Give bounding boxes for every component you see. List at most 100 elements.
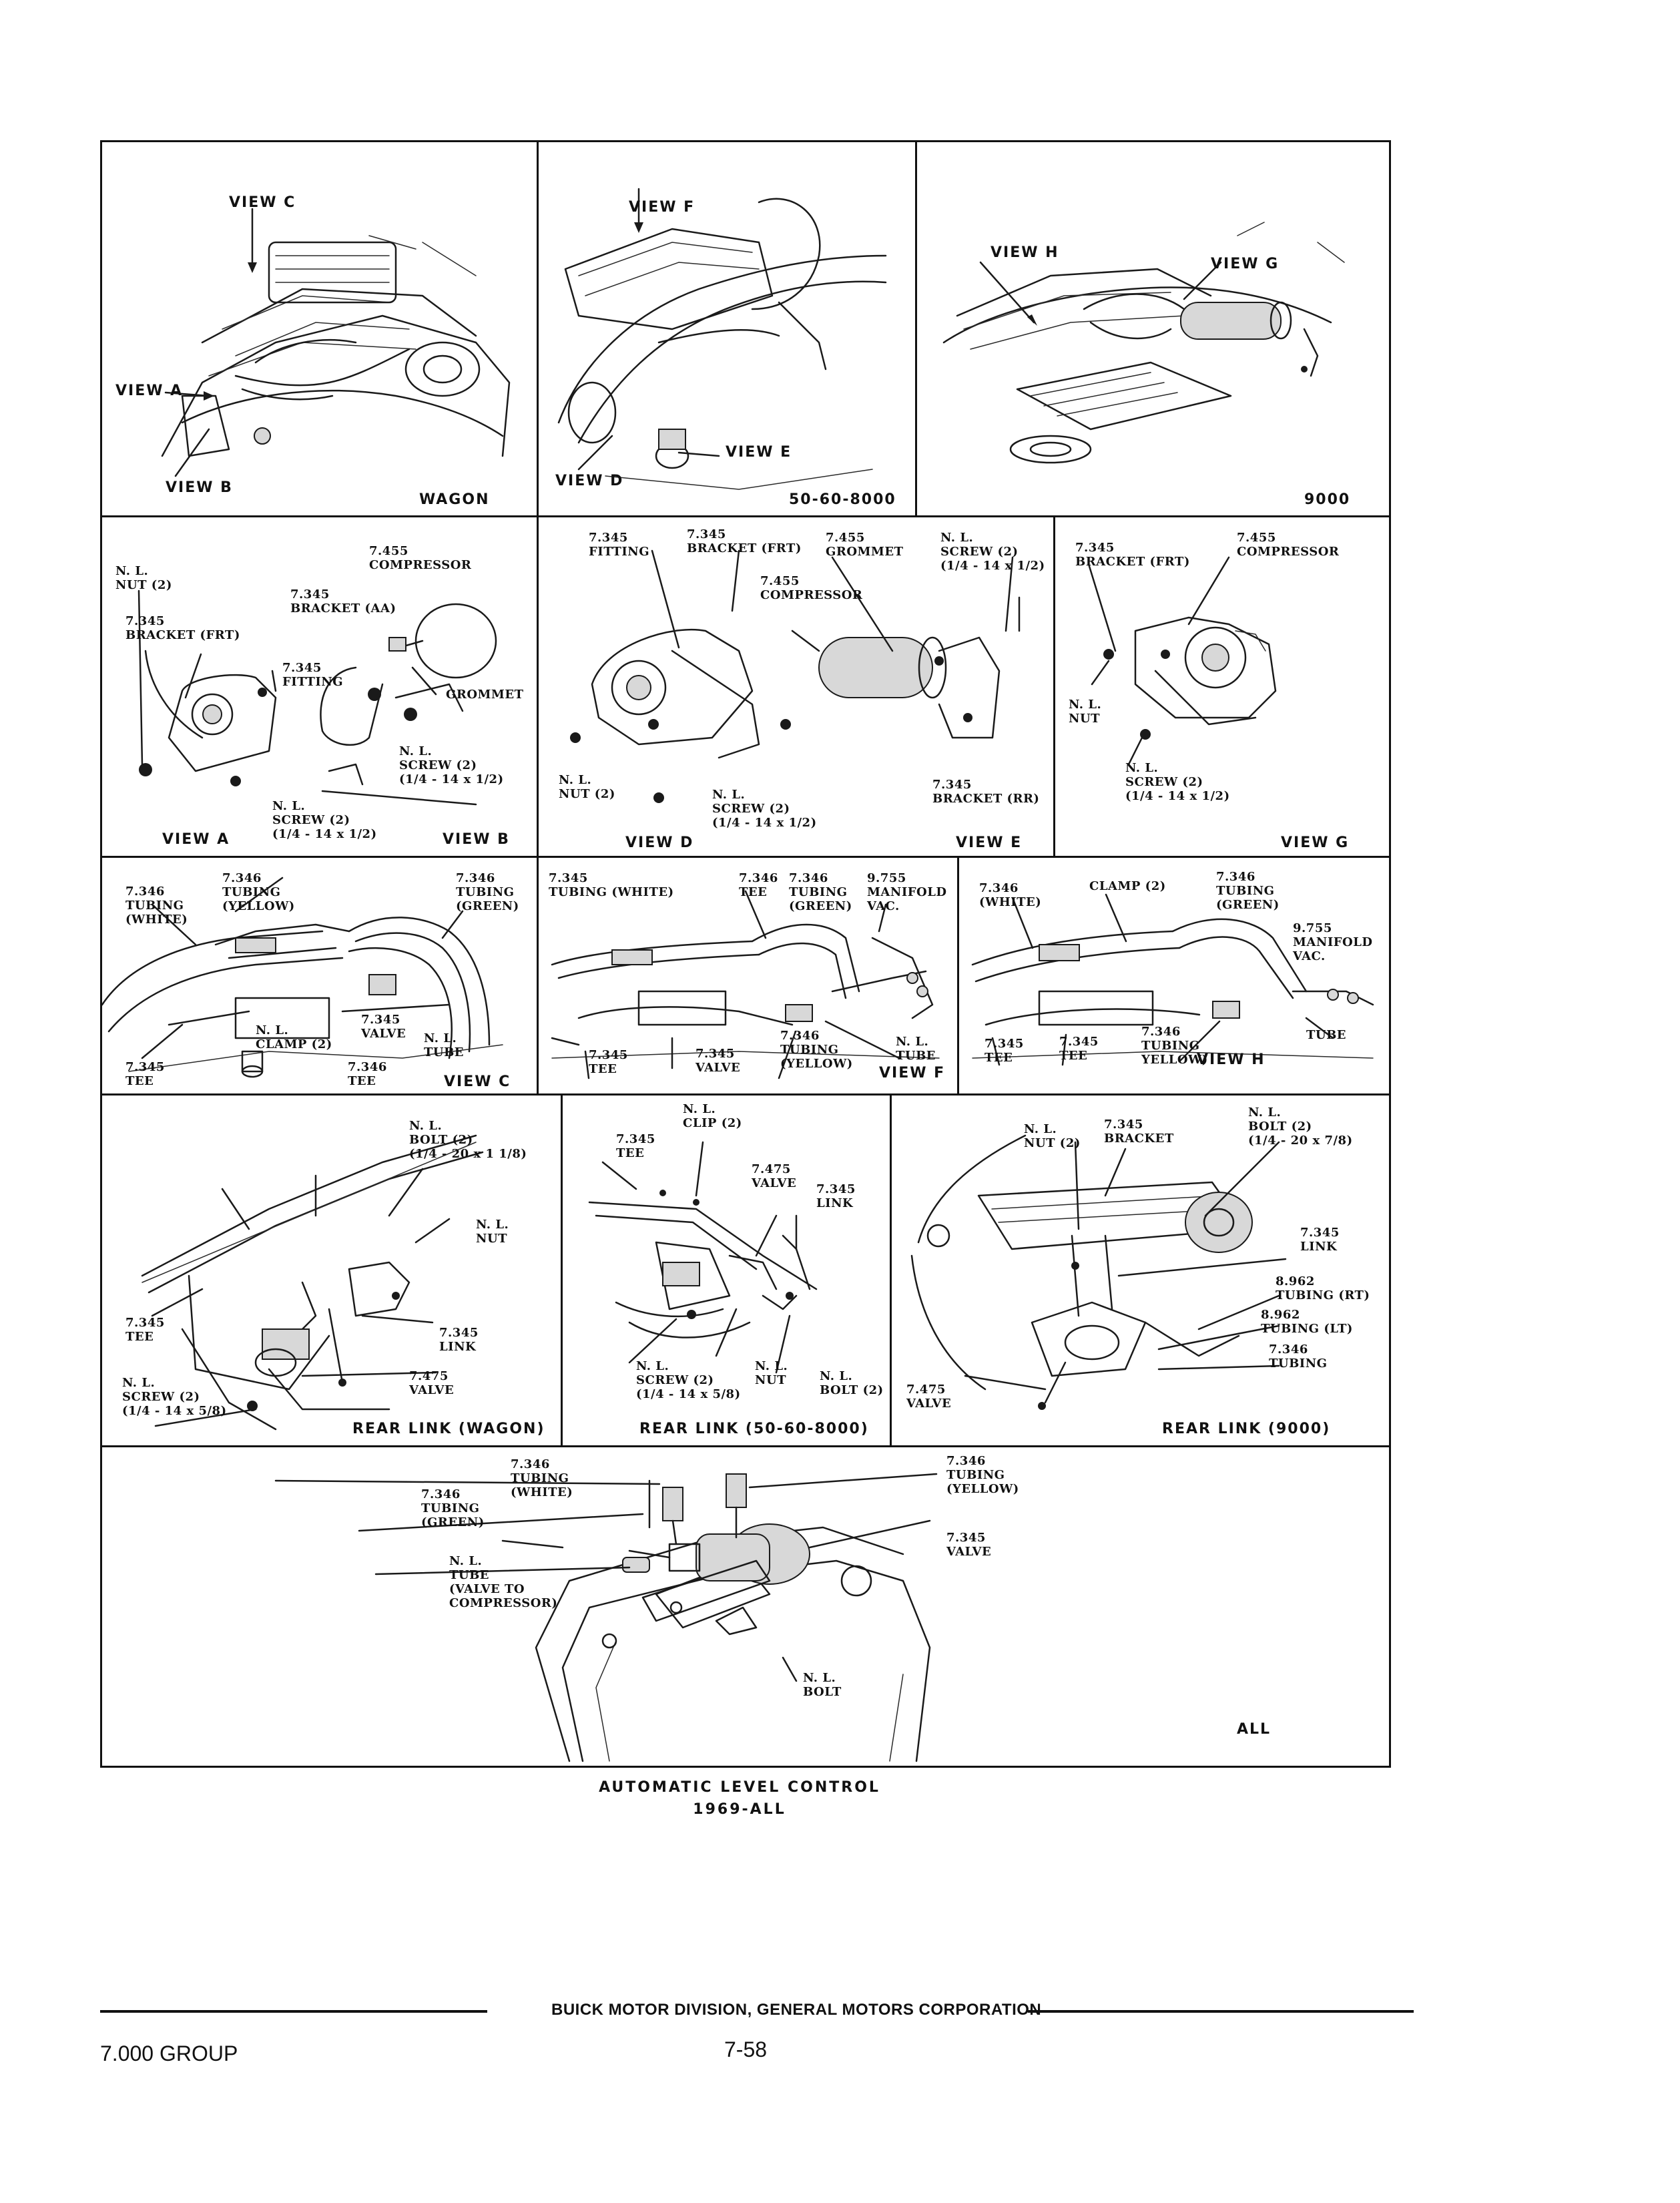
tubing-yellow-label: 7.346 TUBING (YELLOW) [946,1454,1019,1496]
tubing-yellow-label: 7.346 TUBING (YELLOW) [222,871,295,913]
bolt-label: N. L. BOLT (2) (1/4 - 20 x 7/8) [1248,1106,1353,1148]
tubing-yellow-label: 7.346 TUBING (YELLOW) [780,1029,853,1071]
page-number: 7-58 [724,2037,768,2061]
valve-label: 7.475 VALVE [906,1383,952,1411]
view-a-caption: VIEW A [162,831,230,848]
bracket-frt-label: 7.345 BRACKET (FRT) [1075,541,1190,569]
manifold-label: 9.755 MANIFOLD VAC. [867,871,947,913]
bracket-label: 7.345 BRACKET [1104,1118,1174,1146]
view-g-label: VIEW G [1211,256,1280,272]
tubing-rt-label: 8.962 TUBING (RT) [1276,1274,1370,1302]
view-d-caption: VIEW D [625,834,694,851]
fitting-label: 7.345 FITTING [589,531,650,559]
row-divider-3 [100,1093,1391,1095]
tubing-green-label: 7.346 TUBING (GREEN) [789,871,852,913]
tubing-white-label: 7.346 TUBING (WHITE) [125,885,188,927]
view-c-label: VIEW C [229,194,296,211]
rear-link-9000-illustration [910,1134,1287,1410]
mid-caption: 50-60-8000 [789,491,896,508]
panel-50-60-8000-overview: VIEW F VIEW E VIEW D 50-60-8000 [539,142,915,515]
figure-subtitle: 1969-ALL [693,1801,786,1818]
tubing-white-label: 7.346 (WHITE) [979,881,1042,909]
valve-label: 7.475 VALVE [409,1369,455,1397]
panel-wagon-overview: VIEW C VIEW A VIEW B WAGON [102,142,537,515]
nut-label: N. L. NUT (2) [559,773,615,801]
view-h-label: VIEW H [991,244,1059,261]
link-label: 7.345 LINK [816,1182,856,1210]
compressor-label: 7.455 COMPRESSOR [369,544,472,572]
panel-view-d-e: 7.345 FITTING 7.345 BRACKET (FRT) 7.455 … [539,517,1053,856]
view-a-label: VIEW A [115,383,184,399]
bolt-label: N. L. BOLT (2) [820,1369,884,1397]
figure-title: AUTOMATIC LEVEL CONTROL [599,1779,880,1796]
clip-label: N. L. CLIP (2) [683,1102,742,1130]
view-h-illustration [971,893,1374,1066]
manifold-label: 9.755 MANIFOLD VAC. [1293,921,1373,963]
rear-link-wagon-caption: REAR LINK (WAGON) [352,1421,545,1437]
view-h-caption: VIEW H [1197,1051,1266,1068]
screw-label: N. L. SCREW (2) (1/4 - 14 x 1/2) [1125,761,1230,803]
view-g-illustration [1087,556,1277,766]
screw-b-label: N. L. SCREW (2) (1/4 - 14 x 1/2) [399,744,504,786]
view-d-label: VIEW D [555,473,624,489]
screw-a-label: N. L. SCREW (2) (1/4 - 14 x 1/2) [272,799,377,841]
valve-label: 7.475 VALVE [752,1162,797,1190]
view-c-illustration [102,877,503,1078]
nut-label: N. L. NUT (2) [1024,1122,1081,1150]
nut-label: N. L. NUT [755,1359,788,1387]
tubing-white-label: 7.346 TUBING (WHITE) [511,1457,573,1499]
tee-label: 7.345 TEE [125,1316,165,1344]
tubing-green-label: 7.346 TUBING (GREEN) [421,1487,485,1529]
valve-all-illustration [274,1473,938,1762]
compressor-label: 7.455 COMPRESSOR [760,574,863,602]
series-9000-engine-illustration [942,222,1345,464]
rear-link-wagon-illustration [141,1134,484,1431]
tee-label: 7.345 TEE [985,1037,1024,1065]
tee2-label: 7.346 TEE [348,1060,387,1088]
clamp-label: N. L. CLAMP (2) [256,1023,332,1051]
view-g-caption: VIEW G [1281,834,1350,851]
grommet-label: 7.455 GROMMET [826,531,904,559]
valve-label: 7.345 VALVE [361,1013,406,1041]
screw-label: N. L. SCREW (2) (1/4 - 14 x 5/8) [122,1376,227,1418]
bracket-rr-label: 7.345 BRACKET (RR) [932,778,1040,806]
panel-view-a-b: 7.455 COMPRESSOR N. L. NUT (2) 7.345 BRA… [102,517,537,856]
tubing-yellow-label: 7.346 TUBING YELLOW) [1141,1025,1208,1067]
tubing-white-label: 7.345 TUBING (WHITE) [549,871,674,899]
panel-9000-overview: VIEW H VIEW G 9000 [917,142,1391,515]
screw-top-label: N. L. SCREW (2) (1/4 - 14 x 1/2) [940,531,1045,573]
valve-label: 7.345 VALVE [946,1531,992,1559]
wagon-engine-illustration [161,208,511,477]
rear-link-mid-caption: REAR LINK (50-60-8000) [639,1421,869,1437]
bolt-label: N. L. BOLT [803,1671,842,1699]
series-50-60-8000-engine-illustration [557,188,887,490]
bracket-frt-label: 7.345 BRACKET (FRT) [687,527,802,555]
all-caption: ALL [1237,1721,1272,1738]
link-label: 7.345 LINK [1300,1226,1340,1254]
tubing-label: 7.346 TUBING [1269,1342,1328,1371]
row-divider-2 [100,856,1391,858]
fitting-label: 7.345 FITTING [282,661,344,689]
group-label: 7.000 GROUP [100,2041,238,2065]
link-label: 7.345 LINK [439,1326,479,1354]
diagram-frame [100,140,1391,1768]
view-f-illustration [551,890,940,1079]
tee-label: 7.345 TEE [616,1132,655,1160]
tube-label: TUBE [1306,1028,1347,1042]
row-divider-1 [100,515,1391,517]
panel-valve-all: 7.346 TUBING (WHITE) 7.346 TUBING (GREEN… [102,1447,1391,1768]
tubing-lt-label: 8.962 TUBING (LT) [1261,1308,1353,1336]
view-e-label: VIEW E [726,444,792,461]
row-divider-4 [100,1445,1391,1447]
tee-top-label: 7.346 TEE [739,871,778,899]
view-f-caption: VIEW F [879,1065,946,1081]
view-d-e-illustration [570,549,1021,803]
wagon-caption: WAGON [419,491,490,508]
tubing-green-label: 7.346 TUBING (GREEN) [456,871,519,913]
tube-label: N. L. TUBE [424,1031,465,1059]
footer-rule-left [100,2010,487,2013]
bracket-frt-label: 7.345 BRACKET (FRT) [125,614,240,642]
tee-label: 7.345 TEE [125,1060,165,1088]
compressor-label: 7.455 COMPRESSOR [1237,531,1340,559]
screw-label: N. L. SCREW (2) (1/4 - 14 x 1/2) [712,788,817,830]
